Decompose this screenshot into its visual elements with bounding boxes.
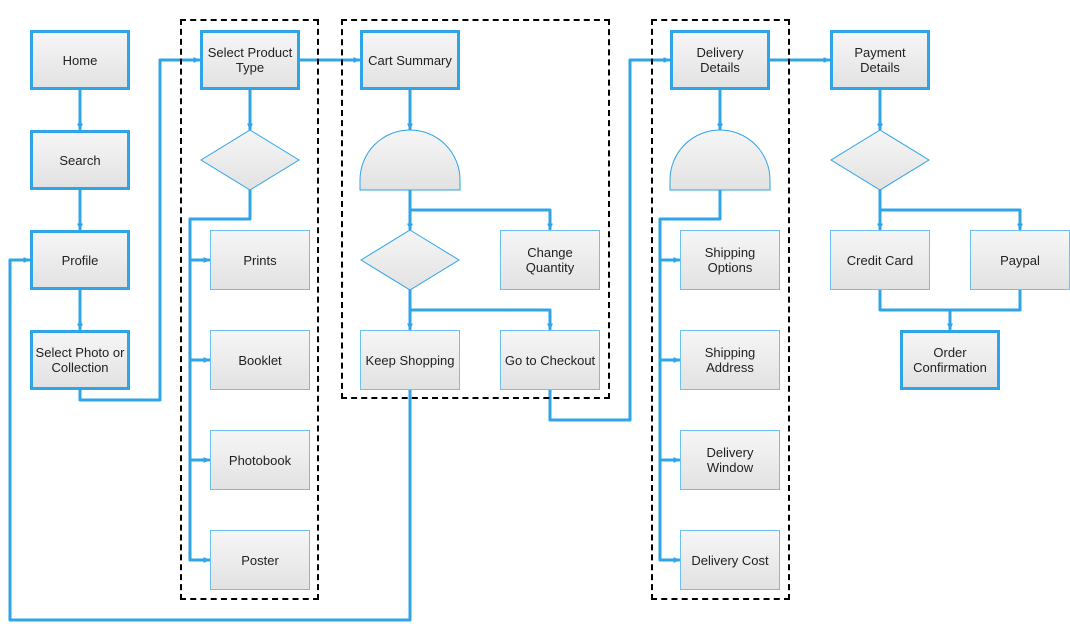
connector-decision-checkout xyxy=(408,308,553,331)
payment-decision-diamond xyxy=(830,129,930,191)
cart-summary-node: Cart Summary xyxy=(360,30,460,90)
select-product-type-node: Select Product Type xyxy=(200,30,300,90)
delivery-delay-shape xyxy=(669,129,771,191)
keep-shopping-node: Keep Shopping xyxy=(360,330,460,390)
paypal-node: Paypal xyxy=(970,230,1070,290)
order-confirmation-node: Order Confirmation xyxy=(900,330,1000,390)
prints-node: Prints xyxy=(210,230,310,290)
product-type-group xyxy=(180,19,319,600)
cart-delay-shape xyxy=(359,129,461,191)
cart-decision-diamond xyxy=(360,229,460,291)
go-to-checkout-node: Go to Checkout xyxy=(500,330,600,390)
product-type-decision-diamond xyxy=(200,129,300,191)
poster-node: Poster xyxy=(210,530,310,590)
delivery-cost-node: Delivery Cost xyxy=(680,530,780,590)
connector-keep-shopping-profile xyxy=(8,257,412,622)
connector-credit-card-confirmation xyxy=(878,288,953,331)
connector-delay-change-quantity xyxy=(408,208,553,231)
delivery-details-node: Delivery Details xyxy=(670,30,770,90)
change-quantity-node: Change Quantity xyxy=(500,230,600,290)
delivery-window-node: Delivery Window xyxy=(680,430,780,490)
profile-node: Profile xyxy=(30,230,130,290)
home-node: Home xyxy=(30,30,130,90)
select-photo-node: Select Photo or Collection xyxy=(30,330,130,390)
shipping-address-node: Shipping Address xyxy=(680,330,780,390)
shipping-options-node: Shipping Options xyxy=(680,230,780,290)
credit-card-node: Credit Card xyxy=(830,230,930,290)
photobook-node: Photobook xyxy=(210,430,310,490)
connector-delay-delivery-items xyxy=(658,188,722,562)
connector-paypal-confirmation xyxy=(948,288,1022,312)
cart-group xyxy=(341,19,610,399)
connector-decision-paypal xyxy=(878,208,1023,231)
connector-checkout-delivery xyxy=(548,57,671,422)
connector-decision-products xyxy=(188,188,252,562)
search-node: Search xyxy=(30,130,130,190)
booklet-node: Booklet xyxy=(210,330,310,390)
connector-select-photo-product-type xyxy=(78,57,201,402)
delivery-group xyxy=(651,19,790,600)
payment-details-node: Payment Details xyxy=(830,30,930,90)
